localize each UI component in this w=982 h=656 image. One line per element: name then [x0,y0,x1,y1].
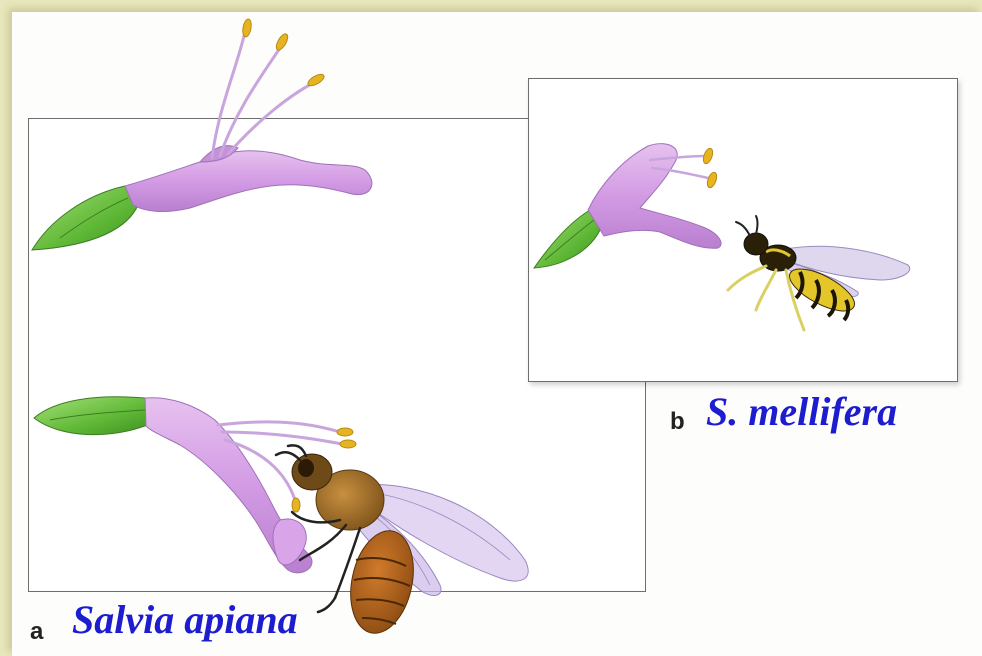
panel-b-letter: b [670,408,685,436]
petal-tube [125,151,372,212]
panel-a-species-label: Salvia apiana [72,600,298,640]
stamens [212,32,315,158]
flower-a-top [32,18,372,250]
wasp-head [744,233,768,255]
flower-b [534,144,721,268]
panel-b-species-label: S. mellifera [706,392,897,432]
wasp [728,216,910,330]
panel-a-letter: a [30,618,43,646]
honeybee [276,445,528,639]
sepal [32,186,138,250]
sepal [534,210,600,268]
sepal [34,397,150,435]
